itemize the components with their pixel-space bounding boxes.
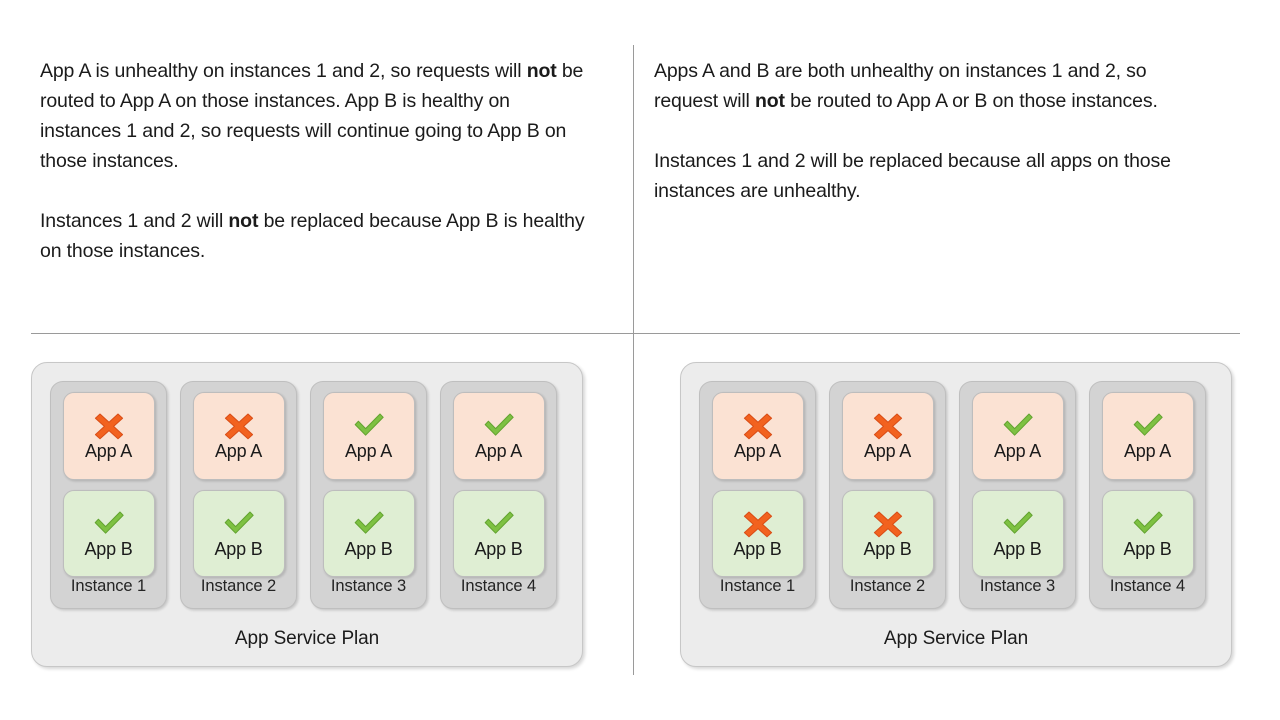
cross-icon: [224, 413, 253, 440]
instance-label: Instance 2: [849, 577, 926, 595]
instance-label: Instance 1: [70, 577, 147, 595]
check-icon: [224, 511, 254, 534]
instance-card[interactable]: App A App B Instance 1: [50, 381, 167, 609]
plan-label: App Service Plan: [234, 628, 380, 649]
instances-row: App A App B Instance 1 App A App B Instance 2…: [699, 381, 1206, 609]
instance-label: Instance 1: [719, 577, 796, 595]
body-text: Instances 1 and 2 will be replaced becau…: [654, 150, 1171, 202]
app-label: App B: [993, 538, 1042, 559]
horizontal-divider: [31, 333, 1240, 334]
app-label: App A: [733, 441, 782, 462]
body-text: App A is unhealthy on instances 1 and 2,…: [40, 60, 527, 82]
check-icon: [1133, 511, 1163, 534]
check-icon: [354, 413, 384, 436]
instance-card[interactable]: App A App B Instance 4: [1089, 381, 1206, 609]
app-label: App A: [993, 441, 1042, 462]
app-tile-a-healthy[interactable]: App A: [1101, 392, 1194, 480]
cross-icon: [873, 511, 902, 538]
check-icon: [484, 413, 514, 436]
description-paragraph-1: App A is unhealthy on instances 1 and 2,…: [40, 56, 596, 176]
body-text: be replaced because App B is healthy on …: [40, 210, 585, 262]
body-text: Apps A and B are both unhealthy on insta…: [654, 60, 1147, 112]
body-text: Instances 1 and 2 will: [40, 210, 229, 232]
app-tile-a-unhealthy[interactable]: App A: [192, 392, 285, 480]
cross-icon: [743, 413, 772, 440]
description-paragraph-1: Apps A and B are both unhealthy on insta…: [654, 56, 1210, 116]
instance-card[interactable]: App A App B Instance 4: [440, 381, 557, 609]
body-text: be routed to App A on those instances. A…: [40, 60, 584, 172]
app-tile-b-healthy[interactable]: App B: [971, 489, 1064, 577]
app-label: App A: [1123, 441, 1172, 462]
check-icon: [1003, 413, 1033, 436]
app-tile-b-healthy[interactable]: App B: [1101, 489, 1194, 577]
app-label: App B: [344, 538, 393, 559]
app-label: App A: [474, 441, 523, 462]
instance-card[interactable]: App A App B Instance 3: [310, 381, 427, 609]
instance-label: Instance 4: [460, 577, 537, 595]
plan-label: App Service Plan: [883, 628, 1029, 649]
app-label: App A: [214, 441, 263, 462]
instance-label: Instance 2: [200, 577, 277, 595]
app-tile-a-unhealthy[interactable]: App A: [62, 392, 155, 480]
app-label: App B: [1123, 538, 1172, 559]
text-panel-right: Apps A and B are both unhealthy on insta…: [654, 56, 1210, 206]
app-tile-b-healthy[interactable]: App B: [192, 489, 285, 577]
check-icon: [94, 511, 124, 534]
instance-card[interactable]: App A App B Instance 1: [699, 381, 816, 609]
cross-icon: [743, 511, 772, 538]
app-tile-a-unhealthy[interactable]: App A: [711, 392, 804, 480]
text-panel-left: App A is unhealthy on instances 1 and 2,…: [40, 56, 596, 266]
instance-card[interactable]: App A App B Instance 3: [959, 381, 1076, 609]
app-tile-a-healthy[interactable]: App A: [971, 392, 1064, 480]
app-tile-b-healthy[interactable]: App B: [62, 489, 155, 577]
check-icon: [484, 511, 514, 534]
app-label: App B: [84, 538, 133, 559]
app-tile-b-healthy[interactable]: App B: [452, 489, 545, 577]
app-tile-b-unhealthy[interactable]: App B: [711, 489, 804, 577]
app-tile-a-unhealthy[interactable]: App A: [841, 392, 934, 480]
app-service-plan-left: App A App B Instance 1 App A App B Instance 2…: [31, 362, 583, 667]
emphasis-text: not: [228, 210, 259, 232]
app-label: App B: [733, 538, 782, 559]
app-label: App B: [863, 538, 912, 559]
cross-icon: [94, 413, 123, 440]
emphasis-text: not: [755, 90, 785, 112]
app-tile-a-healthy[interactable]: App A: [322, 392, 415, 480]
instance-label: Instance 3: [330, 577, 407, 595]
app-label: App A: [84, 441, 133, 462]
instance-card[interactable]: App A App B Instance 2: [829, 381, 946, 609]
instance-label: Instance 4: [1109, 577, 1186, 595]
body-text: be routed to App A or B on those instanc…: [784, 90, 1158, 112]
cross-icon: [873, 413, 902, 440]
instance-card[interactable]: App A App B Instance 2: [180, 381, 297, 609]
check-icon: [354, 511, 384, 534]
instance-label: Instance 3: [979, 577, 1056, 595]
emphasis-text: not: [526, 60, 557, 82]
app-service-plan-right: App A App B Instance 1 App A App B Instance 2…: [680, 362, 1232, 667]
app-tile-b-unhealthy[interactable]: App B: [841, 489, 934, 577]
app-tile-b-healthy[interactable]: App B: [322, 489, 415, 577]
description-paragraph-2: Instances 1 and 2 will be replaced becau…: [654, 146, 1210, 206]
check-icon: [1003, 511, 1033, 534]
app-label: App A: [344, 441, 393, 462]
vertical-divider: [633, 45, 634, 675]
instances-row: App A App B Instance 1 App A App B Instance 2…: [50, 381, 557, 609]
app-tile-a-healthy[interactable]: App A: [452, 392, 545, 480]
app-label: App A: [863, 441, 912, 462]
app-label: App B: [214, 538, 263, 559]
description-paragraph-2: Instances 1 and 2 will not be replaced b…: [40, 206, 596, 266]
check-icon: [1133, 413, 1163, 436]
app-label: App B: [474, 538, 523, 559]
